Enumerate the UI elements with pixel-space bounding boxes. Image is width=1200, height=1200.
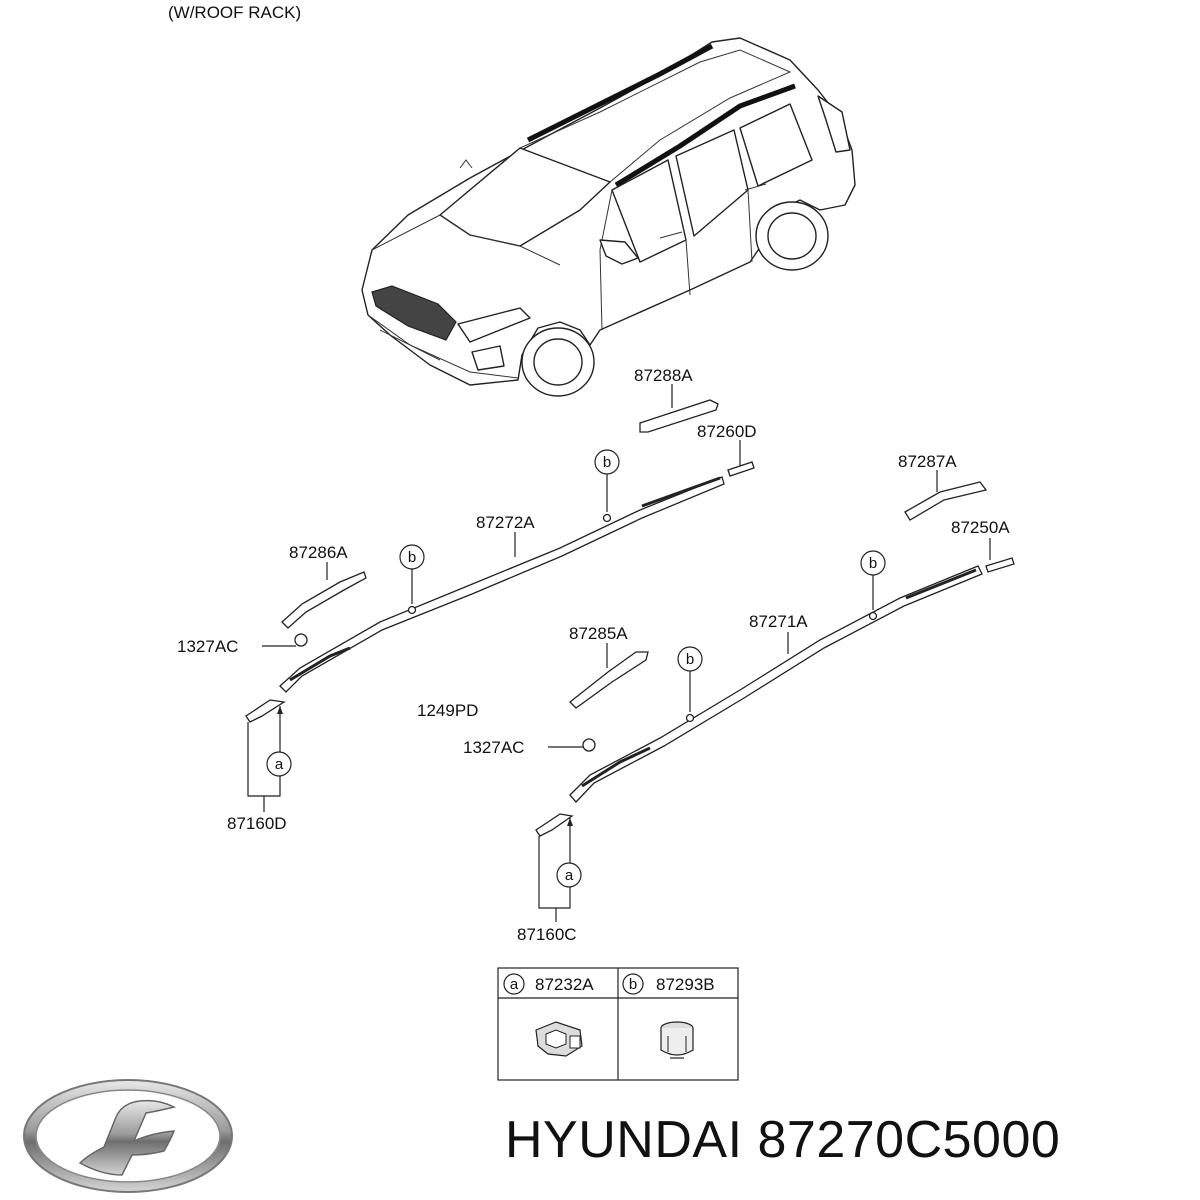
label-1249PD: 1249PD — [417, 701, 478, 720]
label-1327AC-right: 1327AC — [463, 738, 524, 757]
variant-note: (W/ROOF RACK) — [168, 3, 301, 22]
svg-text:b: b — [603, 454, 611, 471]
label-87287A: 87287A — [898, 452, 957, 471]
label-87160D: 87160D — [227, 814, 287, 833]
legend-a-part: 87232A — [535, 975, 594, 994]
legend-a-key: a — [510, 976, 519, 993]
callout-b-3: b — [860, 550, 886, 576]
callout-b-1: b — [594, 449, 620, 475]
label-87160C: 87160C — [517, 925, 577, 944]
svg-text:b: b — [869, 555, 877, 572]
label-87285A: 87285A — [569, 624, 628, 643]
left-rail-assembly — [245, 399, 755, 723]
legend-b-part: 87293B — [656, 975, 715, 994]
svg-text:a: a — [565, 867, 574, 884]
callout-b-2: b — [399, 544, 425, 570]
label-87260D: 87260D — [697, 422, 757, 441]
label-87271A: 87271A — [749, 612, 808, 631]
leader-lines — [247, 384, 991, 922]
label-87286A: 87286A — [289, 543, 348, 562]
callout-a-2: a — [556, 862, 582, 888]
svg-text:b: b — [408, 549, 416, 566]
right-rail-assembly — [535, 481, 1015, 837]
callout-b-4: b — [677, 646, 703, 672]
label-1327AC-left: 1327AC — [177, 637, 238, 656]
label-87272A: 87272A — [476, 513, 535, 532]
legend-b-key: b — [629, 976, 637, 993]
footer-title: HYUNDAI 87270C5000 — [505, 1111, 1061, 1169]
vehicle-illustration — [361, 37, 856, 397]
svg-text:b: b — [686, 651, 694, 668]
clip-b-icon — [660, 1021, 694, 1059]
legend-table: a 87232A b 87293B — [497, 967, 739, 1081]
svg-text:a: a — [275, 756, 284, 773]
hyundai-logo-icon — [23, 1079, 233, 1193]
clip-a-icon — [535, 1021, 583, 1057]
callout-a-1: a — [266, 751, 292, 777]
label-87250A: 87250A — [951, 518, 1010, 537]
label-87288A: 87288A — [634, 366, 693, 385]
